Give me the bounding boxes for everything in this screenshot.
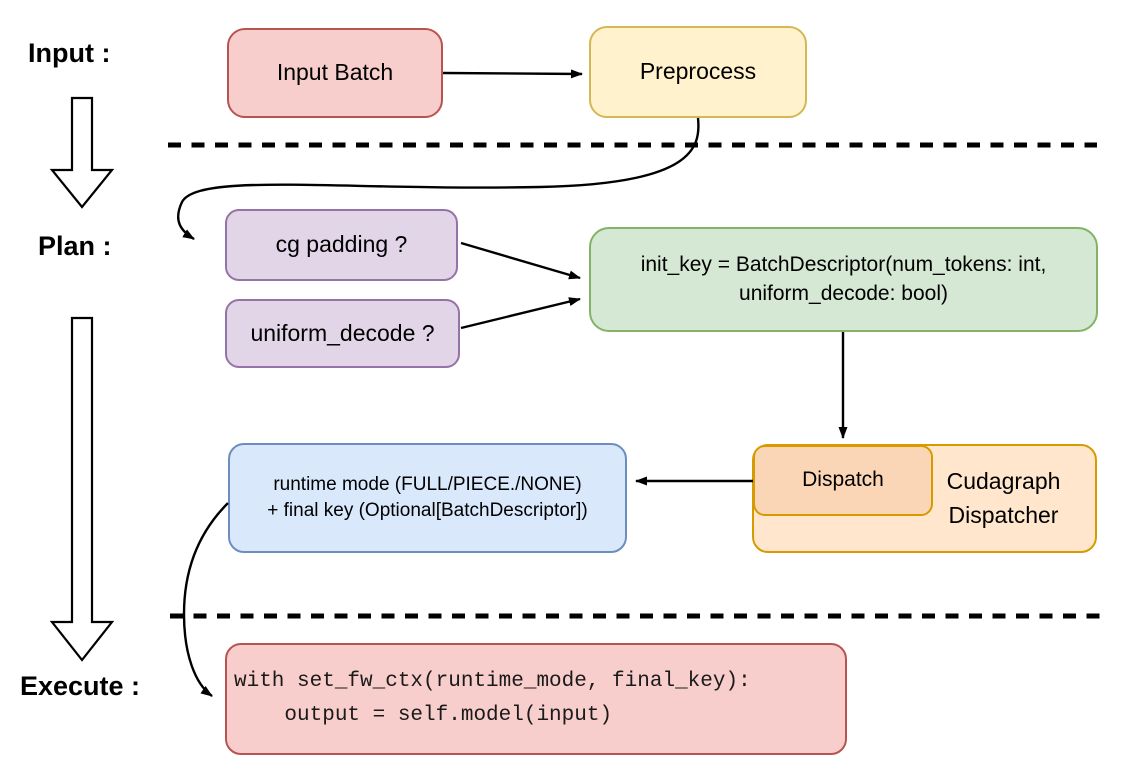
stage-label-execute: Execute : [20, 671, 141, 701]
node-runtime-line2: + final key (Optional[BatchDescriptor]) [267, 500, 588, 521]
node-uniform-decode: uniform_decode ? [225, 299, 460, 368]
node-runtime-line1: runtime mode (FULL/PIECE./NONE) [273, 474, 582, 496]
node-preprocess-label: Preprocess [639, 58, 757, 85]
node-input-batch-label: Input Batch [276, 59, 394, 86]
stage-arrow-plan-to-execute-icon [49, 316, 115, 662]
node-cg-padding-label: cg padding ? [275, 231, 408, 258]
arrow-runtime-key-to-execute-code [182, 502, 229, 697]
node-init-key: init_key = BatchDescriptor(num_tokens: i… [589, 227, 1098, 332]
node-init-key-line1: init_key = BatchDescriptor(num_tokens: i… [640, 253, 1047, 277]
arrow-uniform-decode-to-init-key [460, 297, 581, 330]
node-runtime-mode-final-key: runtime mode (FULL/PIECE./NONE) + final … [228, 443, 627, 553]
node-cudagraph-dispatcher-label: Cudagraph Dispatcher [946, 468, 1061, 528]
node-dispatch: Dispatch [753, 445, 933, 516]
node-execute-code: with set_fw_ctx(runtime_mode, final_key)… [225, 643, 847, 755]
node-cg-padding: cg padding ? [225, 209, 458, 281]
node-uniform-decode-label: uniform_decode ? [250, 319, 435, 346]
arrow-input-batch-to-preprocess [442, 69, 583, 79]
execute-code-line2: output = self.model(input) [234, 704, 613, 727]
execute-code-line1: with set_fw_ctx(runtime_mode, final_key)… [234, 670, 751, 694]
node-input-batch: Input Batch [227, 28, 443, 118]
node-init-key-line2: uniform_decode: bool) [739, 281, 948, 305]
stage-label-input: Input : [28, 38, 111, 68]
stage-label-plan: Plan : [38, 231, 112, 261]
node-dispatch-label: Dispatch [802, 468, 884, 492]
stage-arrow-input-to-plan-icon [49, 96, 115, 209]
arrow-cg-padding-to-init-key [460, 241, 581, 280]
node-preprocess: Preprocess [589, 26, 807, 118]
